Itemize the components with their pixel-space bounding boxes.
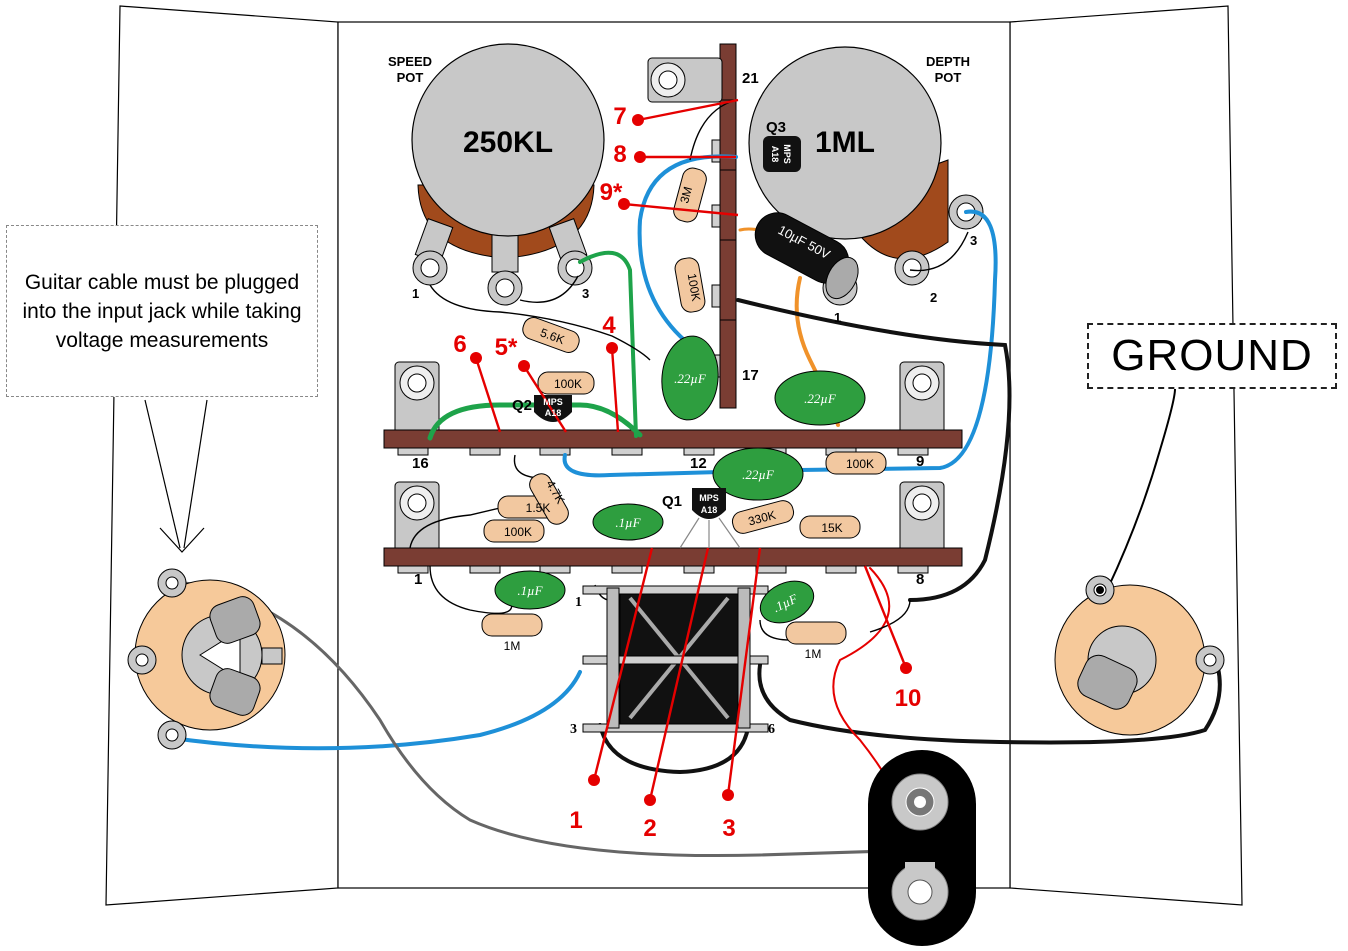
speed-pot-lug-3: 3 [582,286,589,301]
speed-pot [411,43,605,306]
terminal-16: 16 [412,455,429,472]
terminal-strip-lower [383,547,963,574]
measurement-dots [470,114,912,806]
measure-point-5: 5* [495,334,518,361]
q3-part-2: A18 [770,146,780,163]
output-jack [1054,575,1225,736]
resistor-100k-vertical: 100K [685,272,704,302]
terminal-21: 21 [742,70,759,87]
measure-point-8: 8 [613,141,626,168]
enclosure-right-panel [1009,5,1243,906]
resistor-1-5k: 1.5K [526,501,551,515]
measurement-leads [474,98,908,801]
electrolytic-capacitor [754,212,859,300]
cap-22-right: .22µF [804,391,837,406]
resistor-3m: 3M [677,185,695,205]
q1-label: Q1 [662,493,682,510]
measure-point-3: 3 [722,815,735,842]
enclosure-left-panel [105,5,339,906]
speed-pot-value: 250KL [463,126,553,159]
cap-22-top: .22µF [674,371,707,386]
resistor-100k-right: 100K [846,457,874,471]
transistor-q1 [679,488,741,549]
transformer-pin-3: 3 [570,722,577,737]
mount-screw-right-upper [899,361,945,435]
voltage-measurement-note: Guitar cable must be plugged into the in… [6,225,318,397]
measure-point-9: 9* [600,179,623,206]
transformer-pin-1: 1 [575,595,582,610]
depth-pot-title-2: POT [935,70,962,85]
green-capacitors [494,335,866,624]
measure-point-6: 6 [453,331,466,358]
q3-label: Q3 [766,119,786,136]
resistor-15k: 15K [821,521,842,535]
resistor-1m-left: 1M [504,639,521,653]
depth-pot-lug-1: 1 [834,310,841,325]
depth-pot-lug-2: 2 [930,290,937,305]
dc-jack [868,750,976,946]
mount-screw-right-lower [899,481,945,555]
speed-pot-title-1: SPEED [388,54,432,69]
depth-pot-lug-3: 3 [970,233,977,248]
mount-screw-left-lower [394,481,440,555]
measure-point-4: 4 [602,312,616,339]
terminal-17: 17 [742,367,759,384]
speed-pot-lug-1: 1 [412,286,419,301]
transistor-q2 [534,395,572,422]
resistor-1m-right: 1M [805,647,822,661]
note-text: Guitar cable must be plugged into the in… [22,270,302,352]
q2-part-2: A18 [545,408,562,418]
cap-1-a: .1µF [615,515,641,530]
measure-point-7: 7 [613,103,626,130]
q2-part-1: MPS [543,397,563,407]
terminal-9: 9 [916,453,924,470]
depth-pot-title-1: DEPTH [926,54,970,69]
input-jack [127,568,286,750]
depth-pot-value: 1ML [815,126,875,159]
resistors [481,167,887,645]
speed-pot-title-2: POT [397,70,424,85]
resistor-100k-q2: 100K [554,377,582,391]
measure-point-1: 1 [569,807,582,834]
q1-part-1: MPS [699,493,719,503]
q1-part-2: A18 [701,505,718,515]
q3-part-1: MPS [782,144,792,164]
cap-1-b: .1µF [517,583,543,598]
note-arrows [144,399,208,553]
ground-label: GROUND [1087,323,1337,389]
resistor-100k-lower: 100K [504,525,532,539]
transformer-pin-6: 6 [768,722,775,737]
ground-text: GROUND [1111,331,1313,380]
q2-label: Q2 [512,397,532,414]
measure-point-2: 2 [643,815,656,842]
cap-22-mid: .22µF [742,467,775,482]
transistor-q3 [763,136,801,172]
mount-screw-left-upper [394,361,440,435]
terminal-8: 8 [916,571,924,588]
vertical-terminal-strip [711,43,737,409]
mount-screw-top [647,57,723,103]
terminal-1: 1 [414,571,422,588]
measure-point-10: 10 [895,685,922,712]
terminal-12: 12 [690,455,707,472]
